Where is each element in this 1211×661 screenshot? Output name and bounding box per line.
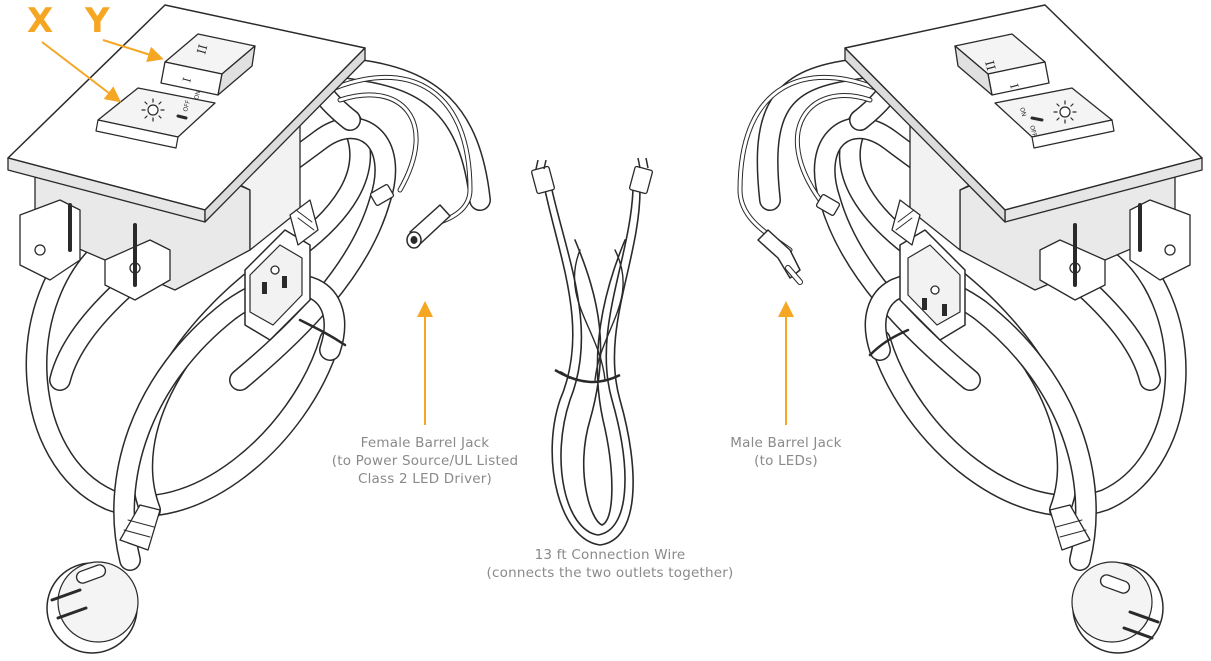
connection-wire-tie xyxy=(555,370,620,382)
brightness-icon xyxy=(1054,101,1076,123)
brightness-icon xyxy=(142,99,164,121)
male-jack-caption-line-2: (to LEDs) xyxy=(680,452,892,470)
y-callout-label: Y xyxy=(85,4,110,38)
female-jack-caption-line-2: (to Power Source/UL Listed xyxy=(296,452,554,470)
male-barrel-jack xyxy=(758,230,800,282)
connection-wire-caption-line-1: 13 ft Connection Wire xyxy=(430,546,790,564)
female-jack-caption: Female Barrel Jack (to Power Source/UL L… xyxy=(296,434,554,488)
connection-wire-coil xyxy=(545,180,640,545)
male-jack-caption: Male Barrel Jack (to LEDs) xyxy=(680,434,892,470)
left-outlet-assembly: II I OFF ON xyxy=(8,5,480,653)
female-jack-caption-line-3: Class 2 LED Driver) xyxy=(296,470,554,488)
left-ac-plug xyxy=(47,505,160,653)
connection-wire-caption: 13 ft Connection Wire (connects the two … xyxy=(430,546,790,582)
connection-wire-caption-line-2: (connects the two outlets together) xyxy=(430,564,790,582)
right-ac-plug xyxy=(1050,505,1163,653)
male-jack-caption-line-1: Male Barrel Jack xyxy=(680,434,892,452)
female-jack-caption-line-1: Female Barrel Jack xyxy=(296,434,554,452)
connection-wire-plug-right xyxy=(629,158,653,194)
connection-wire-plug-left xyxy=(531,160,555,194)
right-outlet-assembly: II I ON OFF xyxy=(740,5,1202,653)
female-barrel-jack xyxy=(407,205,450,248)
x-callout-label: X xyxy=(27,4,53,38)
